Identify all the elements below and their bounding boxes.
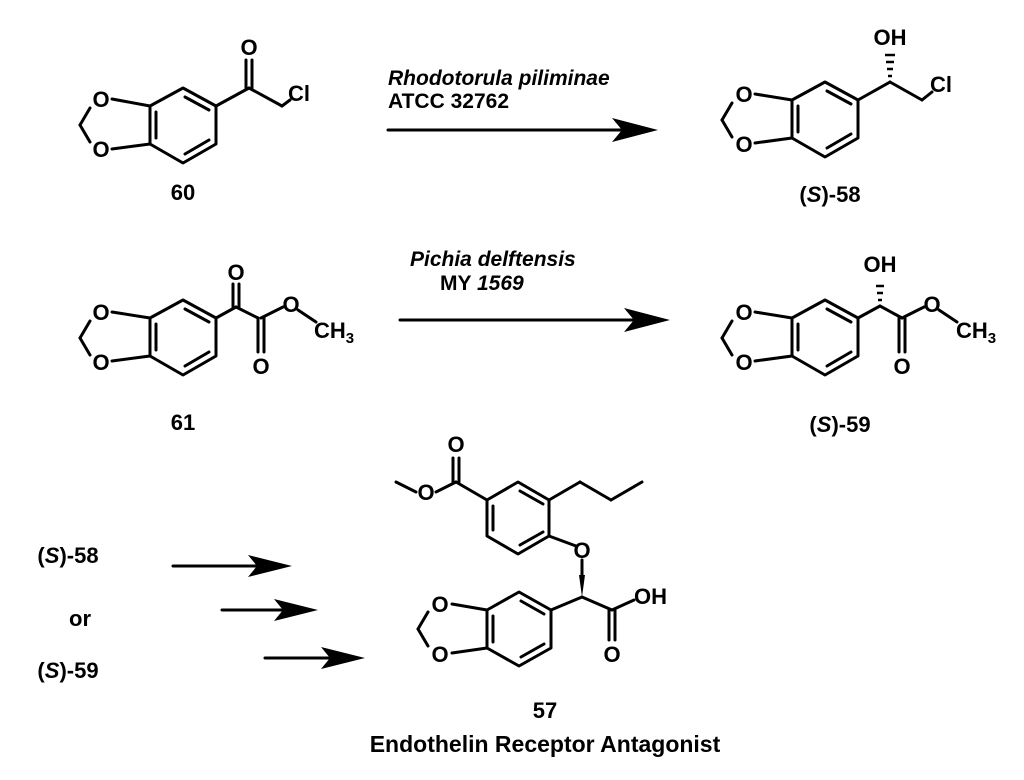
route-or: or <box>69 606 91 631</box>
reaction-1-arrow <box>386 118 658 142</box>
reaction-2-strain: MY 1569 <box>440 272 524 295</box>
reaction-1-organism: Rhodotorula piliminae <box>388 67 610 90</box>
atom-hydroxyl: OH <box>634 584 667 609</box>
route-arrow-3 <box>263 647 365 669</box>
compound-label-s59: (S)-59 <box>809 412 870 437</box>
atom-chlorine: Cl <box>288 81 310 106</box>
route-arrow-1 <box>171 555 292 577</box>
reaction-1-strain: ATCC 32762 <box>388 90 509 113</box>
atom-methyl: CH3 <box>956 318 996 347</box>
compound-61-structure: O O O O O CH3 <box>78 260 354 379</box>
atom-oxygen: O <box>735 300 752 325</box>
compound-s58-structure: O O OH Cl <box>720 25 952 159</box>
atom-oxygen: O <box>735 350 752 375</box>
atom-oxygen: O <box>893 354 910 379</box>
atom-oxygen: O <box>227 260 244 285</box>
compound-57-name: Endothelin Receptor Antagonist <box>370 731 721 757</box>
atom-oxygen: O <box>573 538 590 563</box>
compound-label-61: 61 <box>171 410 195 435</box>
reaction-2-arrow <box>398 308 670 332</box>
compound-label-s58: (S)-58 <box>799 182 860 207</box>
atom-oxygen: O <box>431 592 448 617</box>
atom-oxygen: O <box>735 132 752 157</box>
atom-oxygen: O <box>92 137 109 162</box>
atom-chlorine: Cl <box>930 72 952 97</box>
route-start-s58: (S)-58 <box>37 543 98 568</box>
atom-oxygen: O <box>252 354 269 379</box>
atom-oxygen: O <box>417 480 434 505</box>
atom-oxygen: O <box>447 432 464 457</box>
atom-oxygen: O <box>603 642 620 667</box>
atom-methyl: CH3 <box>314 318 354 347</box>
compound-57-structure: O O O O O O OH <box>394 432 667 668</box>
atom-oxygen: O <box>92 87 109 112</box>
route-arrow-2 <box>220 599 318 621</box>
atom-hydroxyl: OH <box>874 25 907 50</box>
compound-s59-structure: O O OH O O CH3 <box>720 252 996 379</box>
compound-label-57: 57 <box>533 698 557 723</box>
atom-oxygen: O <box>92 300 109 325</box>
atom-oxygen: O <box>431 642 448 667</box>
atom-oxygen: O <box>923 292 940 317</box>
atom-oxygen: O <box>92 350 109 375</box>
compound-label-60: 60 <box>171 180 195 205</box>
atom-oxygen: O <box>240 35 257 60</box>
atom-hydroxyl: OH <box>864 252 897 277</box>
route-start-s59: (S)-59 <box>37 658 98 683</box>
atom-oxygen: O <box>282 292 299 317</box>
reaction-2-organism: Pichia delftensis <box>410 248 576 271</box>
compound-60-structure: O O O Cl <box>78 35 310 165</box>
atom-oxygen: O <box>735 82 752 107</box>
